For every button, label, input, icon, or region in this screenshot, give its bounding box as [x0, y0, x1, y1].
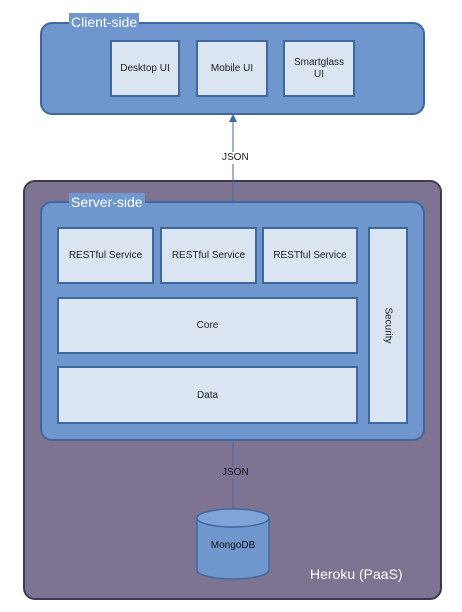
- data-box: Data: [57, 366, 358, 424]
- mobile-ui-box: Mobile UI: [196, 40, 268, 97]
- smartglass-ui-box: Smartglass UI: [283, 40, 355, 97]
- restful-service-box-1: RESTful Service: [57, 227, 154, 284]
- json-label-top: JSON: [220, 152, 251, 164]
- security-box: Security: [368, 227, 408, 424]
- core-box: Core: [57, 297, 358, 354]
- json-label-bottom: JSON: [220, 467, 251, 479]
- desktop-ui-box: Desktop UI: [110, 40, 180, 97]
- database-top: [196, 508, 270, 528]
- up-arrow-icon: [229, 114, 237, 122]
- mongodb-label: MongoDB: [210, 540, 256, 551]
- heroku-label: Heroku (PaaS): [310, 566, 403, 582]
- server-side-label: Server-side: [69, 193, 145, 211]
- database-body: [196, 518, 270, 580]
- restful-service-box-3: RESTful Service: [262, 227, 358, 284]
- client-side-label: Client-side: [69, 13, 140, 31]
- restful-service-box-2: RESTful Service: [160, 227, 257, 284]
